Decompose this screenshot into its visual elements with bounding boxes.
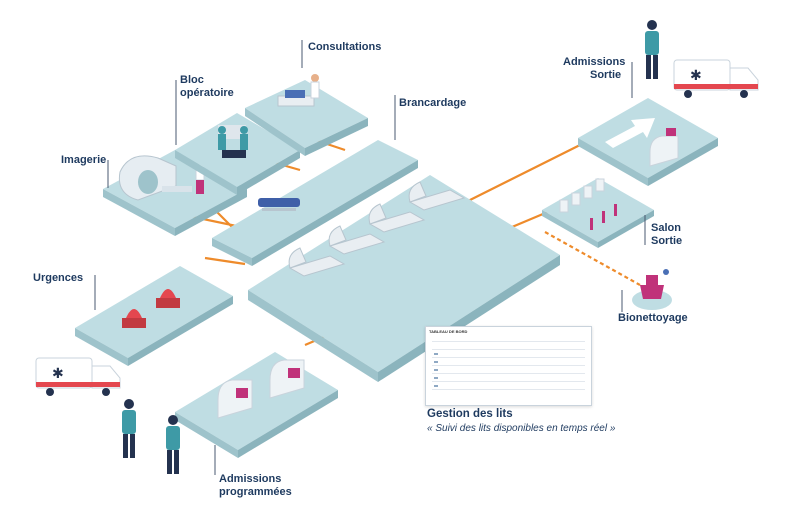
label-admissions-programmees-line1: Admissions <box>219 473 282 485</box>
label-consultations: Consultations <box>308 41 382 53</box>
label-salon-line1: Salon <box>651 222 681 234</box>
person-icon <box>122 399 136 458</box>
bed-icon <box>288 181 466 277</box>
svg-text:✱: ✱ <box>690 67 702 83</box>
label-leaders <box>94 40 646 475</box>
cleaning-cart-icon <box>632 269 672 310</box>
label-admissions-sortie-line2: Sortie <box>590 69 622 81</box>
person-icon <box>645 20 659 79</box>
dashboard-row <box>432 381 585 382</box>
dashboard-thumbnail: TABLEAU DE BORD <box>425 326 592 406</box>
ambulance-icon: ✱ <box>35 357 121 396</box>
dashboard-row <box>432 349 585 350</box>
dashboard-row <box>432 357 585 358</box>
label-bionettoyage: Bionettoyage <box>618 312 688 324</box>
platform-urgences <box>75 266 233 366</box>
dashboard-row <box>432 373 585 374</box>
label-brancardage: Brancardage <box>399 97 467 109</box>
dashboard-title: TABLEAU DE BORD <box>429 329 468 334</box>
dashboard-row <box>432 389 585 390</box>
dashboard-cell <box>434 353 438 355</box>
dashboard-cell <box>434 369 438 371</box>
alarm-icon <box>122 289 180 328</box>
label-gestion-subtitle: « Suivi des lits disponibles en temps ré… <box>427 423 616 434</box>
label-salon-line2: Sortie <box>651 235 683 247</box>
stretcher-icon <box>258 198 300 207</box>
platform-consultations <box>245 74 368 156</box>
dashboard-row <box>432 365 585 366</box>
dashboard-cell <box>434 377 438 379</box>
dashboard-row <box>432 341 585 342</box>
label-imagerie: Imagerie <box>61 154 107 166</box>
platform-admissions-programmees <box>175 352 338 458</box>
platform-bloc-operatoire <box>175 113 300 195</box>
platform-brancardage <box>212 140 418 266</box>
platform-admissions-sortie <box>578 98 718 186</box>
label-admissions-sortie-line1: Admissions <box>563 56 626 68</box>
ambulance-icon: ✱ <box>673 59 759 98</box>
label-gestion-des-lits: Gestion des lits <box>427 408 513 420</box>
svg-text:✱: ✱ <box>52 365 64 381</box>
platform-salon-sortie <box>542 178 654 248</box>
exit-arrow-icon <box>605 118 655 148</box>
platform-ward <box>248 175 560 382</box>
label-admissions-programmees-line2: programmées <box>219 486 292 498</box>
label-bloc-line2: opératoire <box>180 87 234 99</box>
person-icon <box>166 415 180 474</box>
chairs-icon <box>559 178 605 213</box>
dashboard-cell <box>434 361 438 363</box>
label-urgences: Urgences <box>33 272 84 284</box>
dashboard-cell <box>434 385 438 387</box>
label-bloc-line1: Bloc <box>180 74 204 86</box>
